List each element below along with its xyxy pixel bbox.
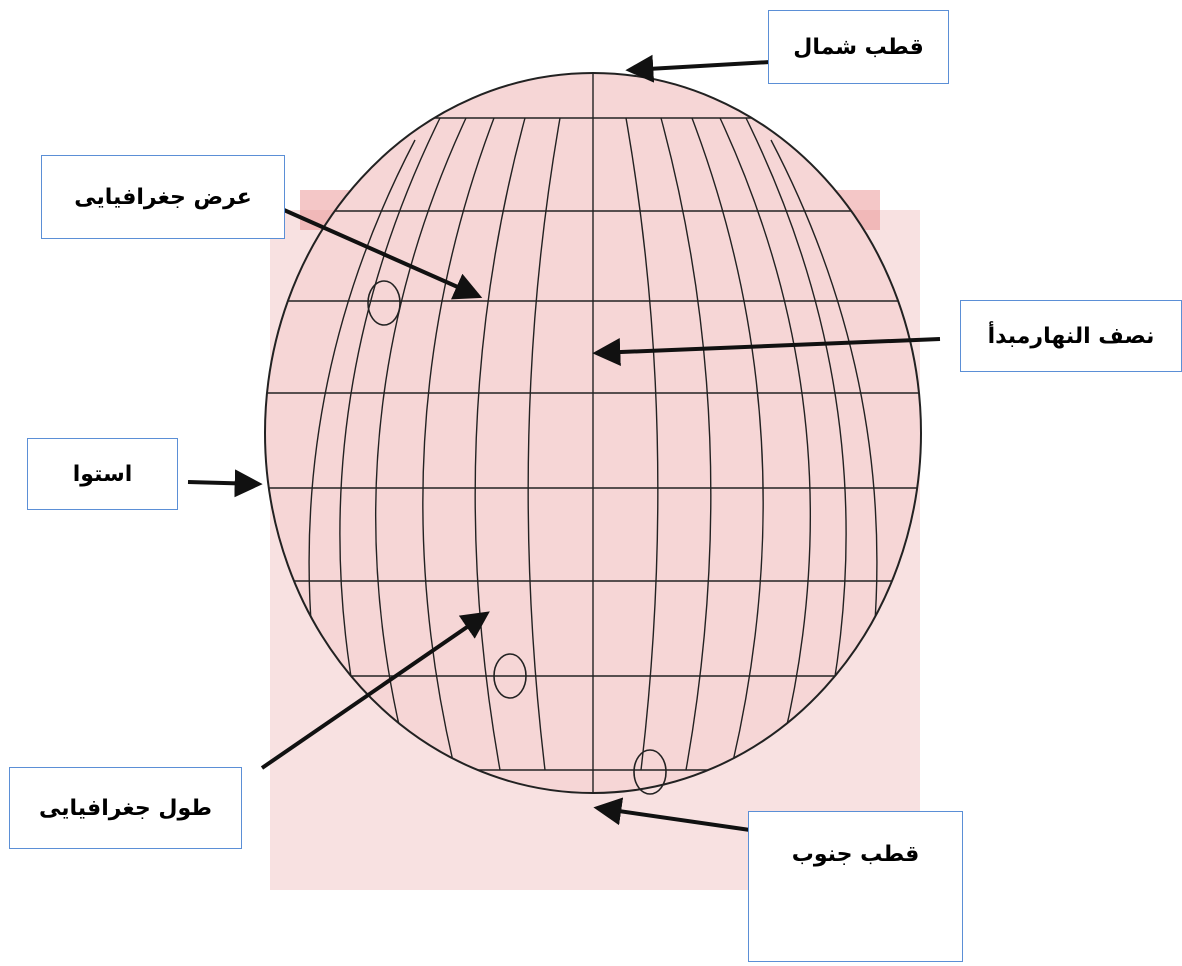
arrow-latitude [283, 208, 483, 300]
label-longitude: طول جغرافیایی [9, 767, 242, 849]
graticule [265, 73, 921, 793]
arrow-prime-meridian [592, 337, 941, 367]
label-south-pole: قطب جنوب [748, 811, 963, 962]
label-equator: استوا [27, 438, 178, 510]
arrow-longitude [260, 611, 490, 770]
label-north-pole: قطب شمال [768, 10, 949, 84]
globe [264, 72, 922, 795]
label-latitude: عرض جغرافیایی [41, 155, 285, 239]
arrow-south-pole [593, 797, 751, 832]
oval-marker [493, 653, 527, 699]
arrow-north-pole [625, 54, 771, 83]
oval-marker [367, 280, 401, 326]
arrow-equator [187, 469, 263, 498]
label-prime-meridian: نصف النهارمبدأ [960, 300, 1182, 372]
oval-marker [633, 749, 667, 795]
